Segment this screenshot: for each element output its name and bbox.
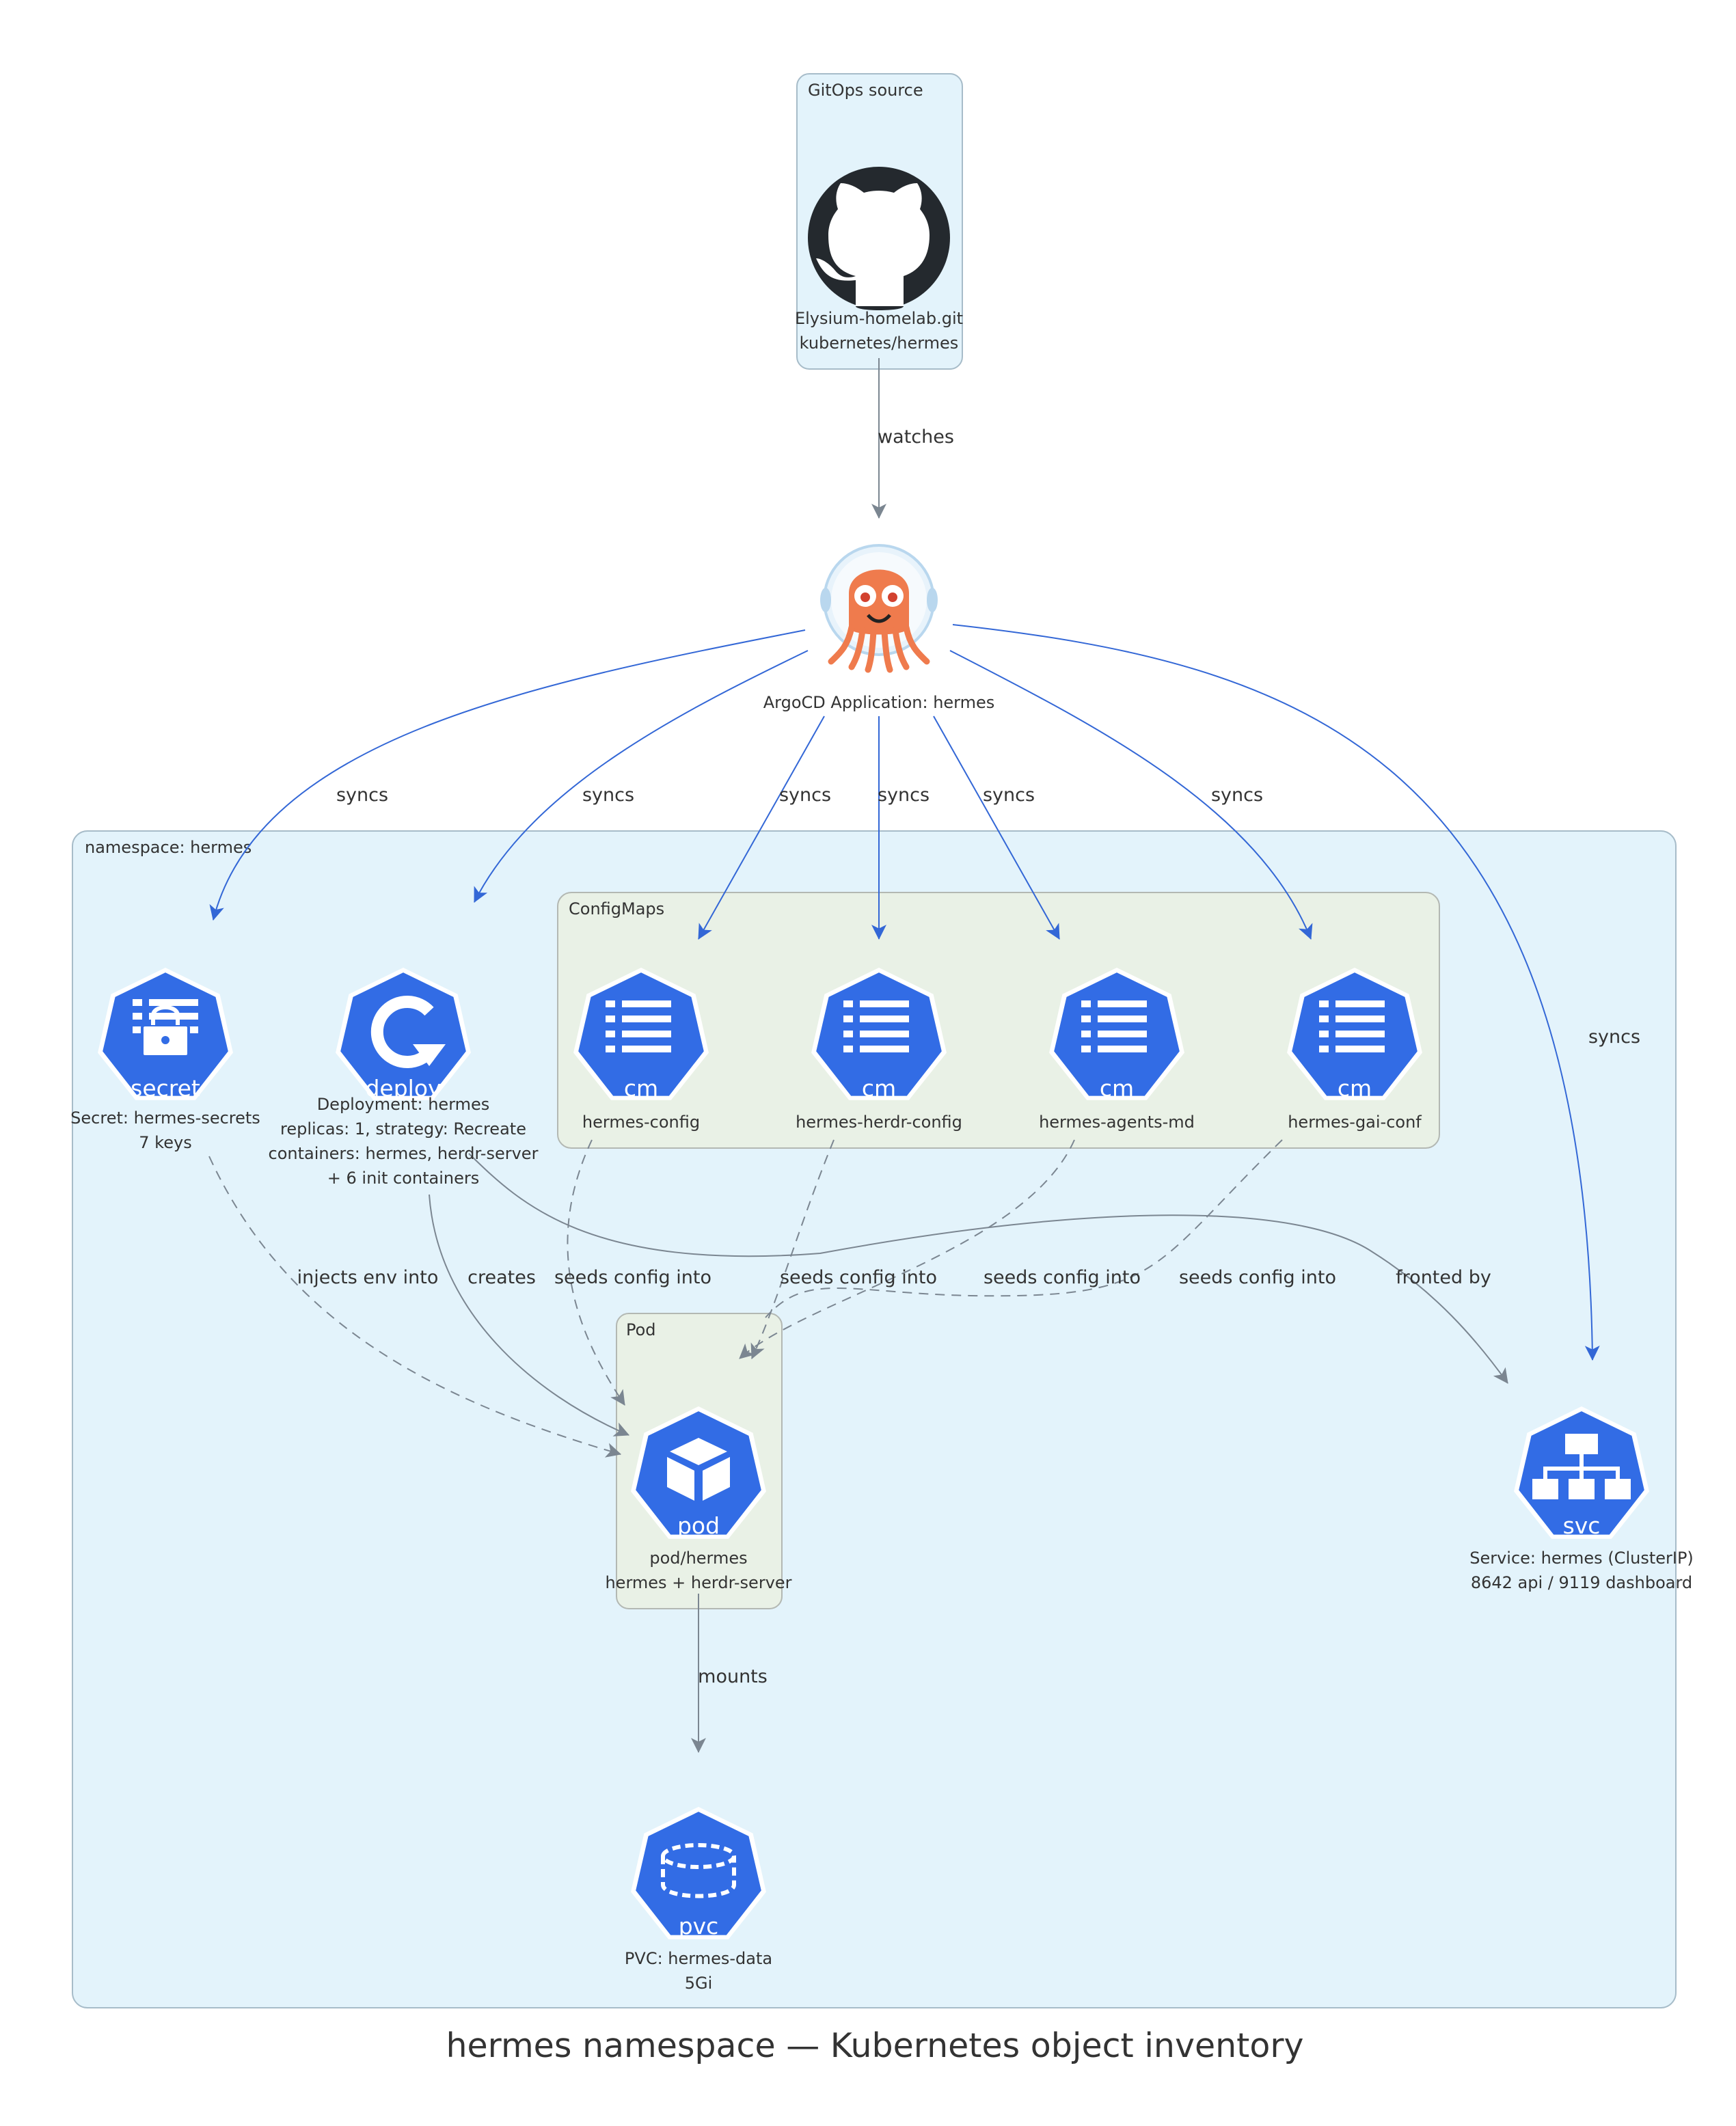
argocd-node[interactable]: ArgoCD Application: hermes — [763, 544, 995, 712]
k8s-deploy-icon: deploy — [336, 968, 471, 1102]
pvc-size: 5Gi — [685, 1974, 713, 1993]
git-repo-path: kubernetes/hermes — [800, 333, 959, 353]
label-syncs-svc: syncs — [1588, 1026, 1640, 1048]
configmap-node-hermes-gai-conf[interactable]: cm hermes-gai-conf — [1287, 968, 1422, 1132]
cm2-name: hermes-herdr-config — [796, 1113, 962, 1132]
k8s-pod-icon: pod — [631, 1406, 766, 1539]
label-syncs-secret: syncs — [336, 785, 388, 806]
edge-seeds-cm2 — [750, 1139, 835, 1360]
github-icon — [808, 167, 950, 310]
deploy-init-containers: + 6 init containers — [327, 1169, 479, 1188]
cm4-name: hermes-gai-conf — [1288, 1113, 1422, 1132]
edge-injects-env — [208, 1156, 622, 1458]
pod-cluster-label: Pod — [626, 1320, 656, 1339]
edge-labels: watches syncs syncs syncs syncs syncs sy… — [297, 426, 1640, 1687]
configmap-node-hermes-herdr-config[interactable]: cm hermes-herdr-config — [796, 968, 962, 1132]
secret-tag: secret — [131, 1075, 200, 1102]
label-creates: creates — [467, 1267, 536, 1288]
pvc-tag: pvc — [679, 1913, 719, 1939]
edge-seeds-cm4 — [765, 1139, 1283, 1318]
gitops-cluster-label: GitOps source — [808, 81, 923, 100]
label-syncs-cm2: syncs — [878, 785, 930, 806]
pod-tag: pod — [677, 1512, 720, 1539]
git-repo-node[interactable]: Elysium-homelab.git kubernetes/hermes — [795, 167, 963, 353]
edge-seeds-cm3 — [739, 1139, 1075, 1359]
namespace-cluster-label: namespace: hermes — [85, 838, 252, 857]
diagram-title: hermes namespace — Kubernetes object inv… — [446, 2026, 1303, 2065]
cm3-name: hermes-agents-md — [1039, 1113, 1195, 1132]
pvc-name: PVC: hermes-data — [625, 1949, 772, 1968]
cm1-tag: cm — [624, 1075, 658, 1102]
deploy-tag: deploy — [365, 1075, 441, 1102]
argocd-icon — [820, 544, 938, 673]
edge-syncs-cm1 — [698, 716, 825, 940]
k8s-secret-icon: secret — [98, 968, 233, 1102]
edge-syncs-cm3 — [933, 716, 1060, 940]
configmap-node-hermes-agents-md[interactable]: cm hermes-agents-md — [1039, 968, 1195, 1132]
git-repo-name: Elysium-homelab.git — [795, 309, 963, 328]
edge-seeds-cm1 — [567, 1139, 625, 1406]
svc-ports: 8642 api / 9119 dashboard — [1471, 1573, 1692, 1592]
label-syncs-cm1: syncs — [779, 785, 831, 806]
edge-syncs-svc — [952, 624, 1600, 1361]
secret-name: Secret: hermes-secrets — [70, 1108, 260, 1128]
k8s-pvc-icon: pvc — [631, 1807, 766, 1939]
svc-tag: svc — [1563, 1512, 1601, 1539]
deploy-name: Deployment: hermes — [317, 1095, 490, 1114]
edges — [208, 358, 1600, 1754]
label-seeds-cm3: seeds config into — [984, 1267, 1141, 1288]
label-seeds-cm1: seeds config into — [554, 1267, 711, 1288]
secret-node[interactable]: secret Secret: hermes-secrets 7 keys — [70, 968, 260, 1152]
label-watches: watches — [878, 426, 954, 448]
k8s-configmap-icon: cm — [1287, 968, 1422, 1102]
edge-syncs-deploy — [474, 650, 809, 903]
label-mounts: mounts — [698, 1666, 768, 1687]
k8s-configmap-icon: cm — [1049, 968, 1184, 1102]
service-node[interactable]: svc Service: hermes (ClusterIP) 8642 api… — [1469, 1406, 1694, 1592]
k8s-configmap-icon: cm — [573, 968, 709, 1102]
edge-fronted-by — [468, 1153, 1508, 1384]
secret-keys: 7 keys — [139, 1133, 191, 1152]
svc-name: Service: hermes (ClusterIP) — [1469, 1549, 1694, 1568]
configmaps-cluster: ConfigMaps — [557, 892, 1440, 1149]
label-injects-env: injects env into — [297, 1267, 439, 1288]
pod-node[interactable]: pod pod/hermes hermes + herdr-server — [605, 1406, 792, 1592]
label-syncs-deploy: syncs — [582, 785, 634, 806]
label-seeds-cm4: seeds config into — [1179, 1267, 1336, 1288]
edge-syncs-cm4 — [949, 650, 1313, 940]
argocd-app-name: ArgoCD Application: hermes — [763, 693, 995, 712]
configmap-node-hermes-config[interactable]: cm hermes-config — [573, 968, 709, 1132]
deploy-replicas: replicas: 1, strategy: Recreate — [280, 1119, 526, 1139]
cm3-tag: cm — [1100, 1075, 1134, 1102]
configmaps-cluster-label: ConfigMaps — [569, 899, 664, 918]
pod-containers: hermes + herdr-server — [605, 1573, 791, 1592]
deploy-containers: containers: hermes, herdr-server — [269, 1144, 539, 1163]
pod-name: pod/hermes — [649, 1549, 747, 1568]
k8s-configmap-icon: cm — [811, 968, 947, 1102]
pvc-node[interactable]: pvc PVC: hermes-data 5Gi — [625, 1807, 772, 1993]
label-fronted-by: fronted by — [1396, 1267, 1491, 1288]
edge-creates — [429, 1194, 630, 1436]
label-syncs-cm3: syncs — [983, 785, 1035, 806]
cm1-name: hermes-config — [582, 1113, 700, 1132]
cm2-tag: cm — [862, 1075, 896, 1102]
cm4-tag: cm — [1338, 1075, 1372, 1102]
edge-syncs-secret — [209, 629, 806, 921]
label-syncs-cm4: syncs — [1211, 785, 1263, 806]
deployment-node[interactable]: deploy Deployment: hermes replicas: 1, s… — [269, 968, 539, 1188]
label-seeds-cm2: seeds config into — [780, 1267, 937, 1288]
k8s-svc-icon: svc — [1514, 1406, 1649, 1539]
